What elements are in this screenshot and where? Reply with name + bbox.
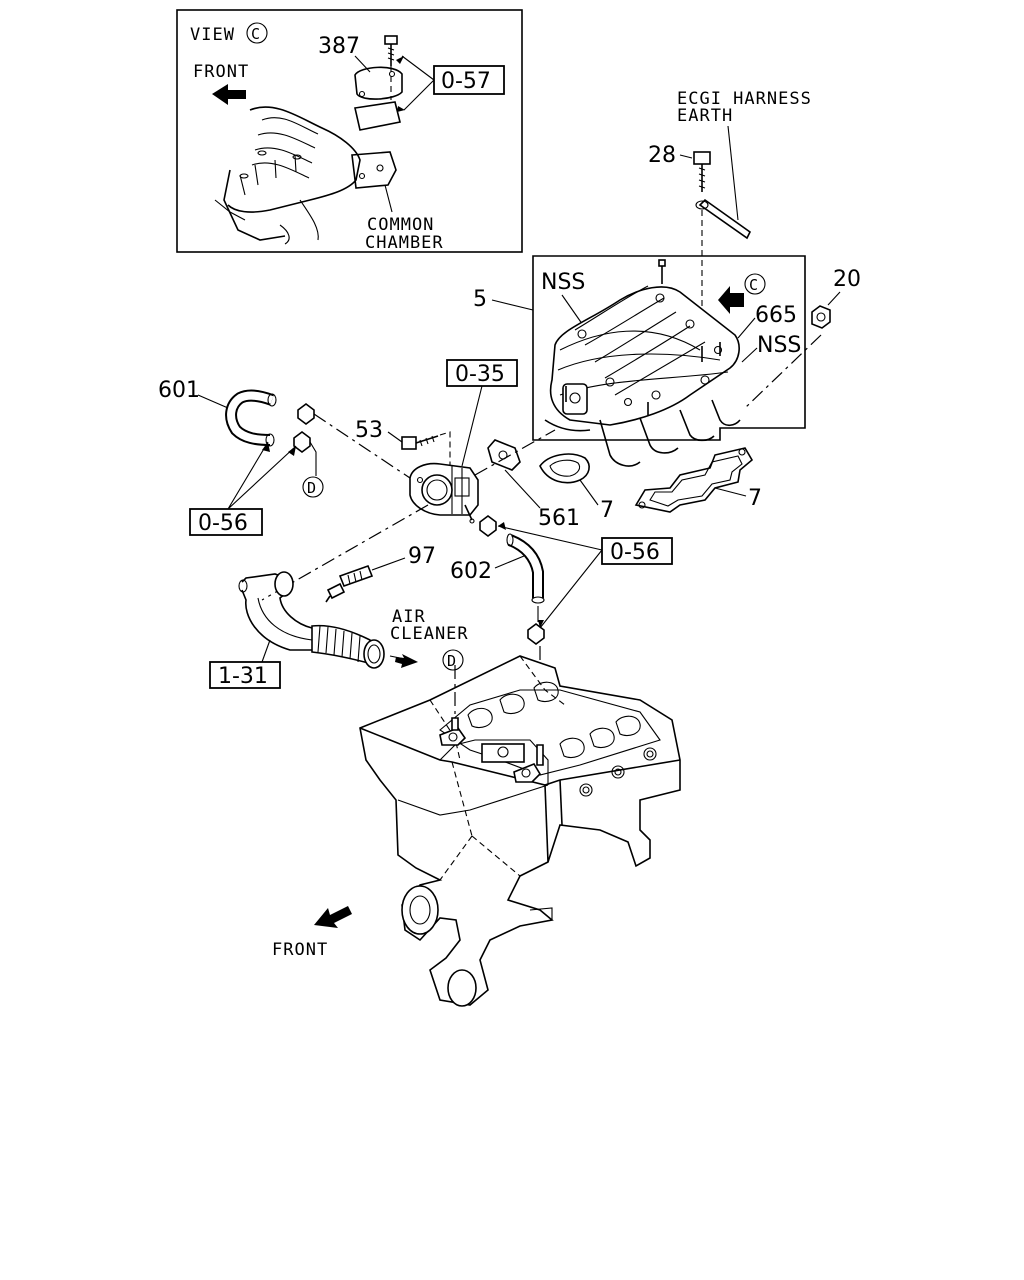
air-cleaner-line2: CLEANER <box>390 624 469 644</box>
gaskets-7: 7 7 <box>539 447 762 523</box>
ref-0-35-label: 0-35 <box>455 362 505 387</box>
callout-601: 601 <box>158 378 200 403</box>
air-cleaner-arrow-icon <box>395 654 418 668</box>
ref-d-left: D <box>307 479 317 497</box>
intake-manifold-group: 5 NSS C 665 NSS <box>473 255 861 467</box>
gasket-7b <box>634 447 754 513</box>
ref-0-56-left-label: 0-56 <box>198 511 248 536</box>
engine-front-indicator: FRONT <box>272 906 352 960</box>
inset-front-label: FRONT <box>193 62 249 82</box>
engine-front-label: FRONT <box>272 940 328 960</box>
air-cleaner-line1: AIR <box>392 607 426 627</box>
clip-602-lower <box>527 623 545 645</box>
inset-view-ref: C <box>251 25 261 43</box>
ref-box-0-57[interactable] <box>433 65 505 95</box>
ref-box-0-35[interactable] <box>446 359 518 387</box>
inset-front-arrow-icon <box>212 84 246 105</box>
clip-601-lower <box>293 431 311 453</box>
ref-box-0-56-left[interactable] <box>189 508 263 536</box>
engine-front-arrow-icon <box>314 906 352 928</box>
callout-97: 97 <box>408 544 436 569</box>
inset-frame <box>176 9 523 253</box>
ref-d-engine: D <box>447 652 457 670</box>
ref-1-31-label: 1-31 <box>218 664 268 689</box>
inset-view-ref-circle <box>246 22 268 44</box>
clip-601-upper <box>297 403 315 425</box>
gasket-7a <box>539 453 590 484</box>
ref-d-circle-engine <box>442 649 464 671</box>
gasket-561 <box>487 439 521 471</box>
ref-d-circle-left <box>302 476 324 498</box>
manifold-drawing <box>544 259 741 467</box>
callout-7a: 7 <box>600 498 614 523</box>
view-c-arrow-icon <box>718 286 744 314</box>
harness-terminal <box>698 198 752 240</box>
duct-bellows <box>311 624 373 666</box>
inset-manifold-drawing <box>214 35 403 245</box>
callout-387: 387 <box>318 34 360 59</box>
air-duct-group: AIR CLEANER 1-31 97 <box>209 504 469 689</box>
callout-665: 665 <box>755 303 797 328</box>
harness-label-line2: EARTH <box>677 106 733 126</box>
bolt-28 <box>693 151 711 165</box>
ref-0-56-right-label: 0-56 <box>610 540 660 565</box>
callout-20: 20 <box>833 267 861 292</box>
manifold-frame <box>532 255 806 441</box>
view-c-ref-circle <box>744 273 766 295</box>
clip-602-upper <box>479 515 497 537</box>
ref-box-1-31[interactable] <box>209 661 281 689</box>
sensor-97 <box>338 564 374 588</box>
common-chamber-line2: CHAMBER <box>365 233 444 253</box>
callout-602: 602 <box>450 559 492 584</box>
callout-7b: 7 <box>748 486 762 511</box>
throttle-body-group: 0-35 53 561 <box>355 359 580 531</box>
ref-box-0-56-right[interactable] <box>601 537 673 565</box>
view-c-ref: C <box>749 276 759 294</box>
bolt-53 <box>401 436 417 450</box>
engine-block: D <box>359 649 681 1007</box>
inset-view-label: VIEW <box>190 25 235 45</box>
harness-earth-group: ECGI HARNESS EARTH 28 <box>648 89 812 340</box>
ref-0-57-label: 0-57 <box>441 69 491 94</box>
hose-601-group: 601 D 0-56 <box>158 378 411 536</box>
callout-561: 561 <box>538 506 580 531</box>
harness-label-line1: ECGI HARNESS <box>677 89 812 109</box>
callout-28: 28 <box>648 143 676 168</box>
view-c-inset: VIEW C FRONT <box>176 9 523 253</box>
nut-20 <box>811 305 831 329</box>
callout-53: 53 <box>355 418 383 443</box>
throttle-body <box>409 462 479 516</box>
nss-right-label: NSS <box>757 333 801 358</box>
callout-5: 5 <box>473 287 487 312</box>
common-chamber-line1: COMMON <box>367 215 434 235</box>
nss-top-label: NSS <box>541 270 585 295</box>
